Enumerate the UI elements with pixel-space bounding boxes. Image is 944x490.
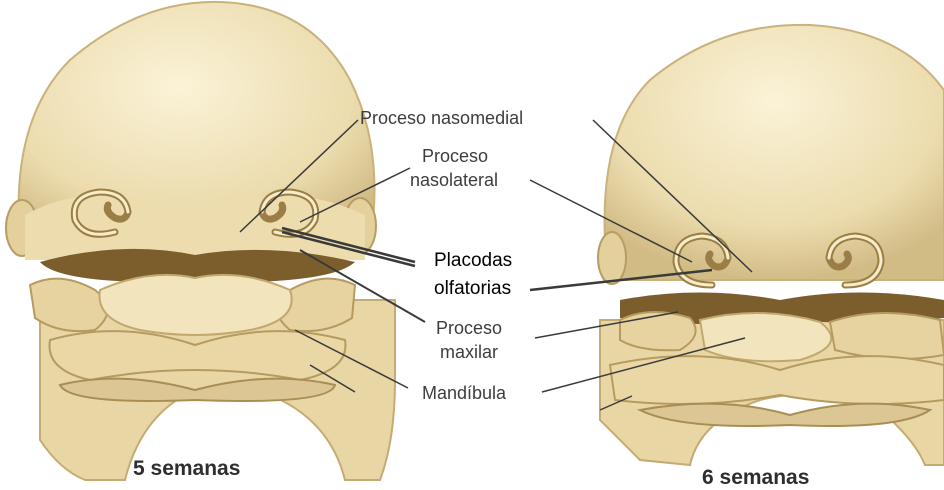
embryo-6-head [605,25,944,280]
caption-5-semanas: 5 semanas [133,457,240,481]
label-proceso-maxilar-line2: maxilar [440,342,498,363]
label-mandibula: Mandíbula [422,383,506,404]
label-proceso-nasomedial: Proceso nasomedial [360,108,523,129]
label-proceso-nasolateral-line1: Proceso [422,146,488,167]
label-proceso-nasolateral-line2: nasolateral [410,170,498,191]
label-placodas-line1: Placodas [434,250,512,271]
caption-6-semanas: 6 semanas [702,466,809,490]
label-proceso-maxilar-line1: Proceso [436,318,502,339]
label-placodas-line2: olfatorias [434,278,511,299]
embryo-6-weeks [598,25,944,465]
